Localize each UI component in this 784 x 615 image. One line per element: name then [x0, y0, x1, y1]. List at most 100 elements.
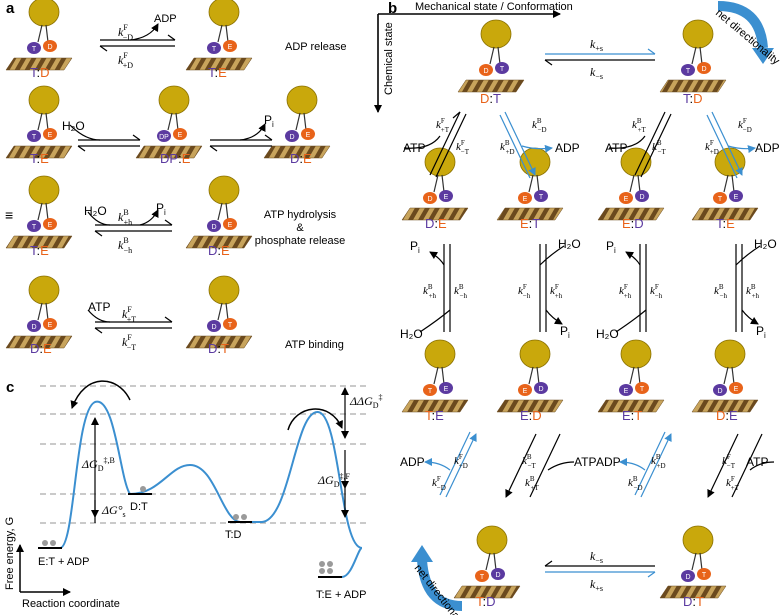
svg-text:D: D [639, 194, 644, 201]
equilibrium-arrow-b-top [544, 48, 656, 66]
state-label-a2-left: T:E [30, 151, 49, 166]
energy-ylabel: Free energy, G [4, 517, 16, 590]
title-adp-release: ADP release [285, 41, 347, 53]
rate-kon-a1: kF+D [118, 51, 133, 70]
svg-text:D: D [538, 386, 543, 393]
rate-kmt-b2: kB−T [652, 139, 667, 156]
panel-b-label: b [388, 0, 397, 17]
svg-text:DP: DP [159, 134, 169, 141]
rate-kmd-b2: kF−D [738, 117, 752, 134]
rate-kph-b3: kF+h [619, 283, 632, 300]
svg-text:E: E [523, 388, 528, 395]
svg-text:T: T [702, 572, 707, 579]
rate-kmd-b3: kF−D [432, 475, 446, 492]
transition-b-top-right [608, 111, 756, 179]
state-label-b-r2-3: E:D [622, 216, 644, 231]
svg-text:E: E [444, 194, 449, 201]
svg-text:D: D [47, 44, 52, 51]
svg-text:D: D [211, 224, 216, 231]
rate-koff-atp-a4: kF−T [122, 333, 136, 352]
rate-kmh-b3: kF−h [650, 283, 663, 300]
h2o-b-r2-2: H₂O [558, 237, 581, 251]
energy-state-3: T:D [225, 529, 242, 541]
h2o-b-r2-3: H₂O [596, 327, 619, 341]
reactant-atp-a4: ATP [88, 300, 110, 314]
state-label-a3-left: T:E [30, 243, 49, 258]
rate-kms-top: k−s [590, 65, 603, 81]
rate-kpt-b4: kF+T [726, 475, 740, 492]
axis-arrows-b [374, 10, 561, 113]
rate-kmh-b2: kF−h [518, 283, 531, 300]
state-label-b-top-right: T:D [683, 91, 703, 106]
equilibrium-arrow-a1 [99, 23, 176, 52]
reactant-h2o-a3: H₂O [84, 204, 107, 218]
adp-b-bottom-1: ADP [400, 455, 425, 469]
ddg: ΔΔGD‡ [349, 393, 383, 410]
state-label-b-r2-2: E:T [520, 216, 540, 231]
svg-text:T: T [500, 66, 505, 73]
svg-text:D: D [717, 388, 722, 395]
energy-profile [38, 400, 363, 578]
rate-krev-a3: kB−h [118, 236, 132, 255]
svg-text:T: T [686, 68, 691, 75]
rate-kmd-b1: kB−D [532, 117, 547, 134]
svg-text:E: E [48, 222, 53, 229]
rate-kps-top: k+s [590, 37, 603, 53]
svg-text:D: D [31, 324, 36, 331]
state-label-a1-right: T:E [208, 65, 227, 80]
panel-c-label: c [6, 379, 14, 396]
svg-text:D: D [289, 134, 294, 141]
svg-text:E: E [178, 132, 183, 139]
svg-text:T: T [228, 322, 233, 329]
adp-b-top-left: ADP [555, 141, 580, 155]
state-label-b-r3-1: T:E [425, 408, 444, 423]
svg-text:E: E [48, 132, 53, 139]
svg-text:T: T [32, 134, 37, 141]
rate-kpd-b2: kF+D [705, 139, 719, 156]
state-label-b-r2-4: T:E [716, 216, 735, 231]
rate-kph-b2: kF+h [550, 283, 563, 300]
panel-a-label: a [6, 0, 15, 17]
equiv-symbol: ≡ [5, 207, 13, 223]
dg-barrier-f: ΔGD‡,F [317, 472, 351, 489]
rate-kps-bottom: k+s [590, 577, 603, 593]
atp-b-top-left: ATP [403, 141, 425, 155]
pi-b-r2-1: Pi [410, 239, 420, 255]
rate-kmt-b3: kB−T [522, 453, 537, 470]
atp-b-bottom-1: ATP [574, 455, 596, 469]
rate-kmt-b4: kF−T [722, 453, 736, 470]
state-label-a1-left: T:D [30, 65, 50, 80]
svg-text:E: E [523, 196, 528, 203]
svg-text:T: T [718, 196, 723, 203]
transition-b-bottom-right [619, 431, 775, 498]
svg-text:T: T [428, 388, 433, 395]
pi-b-r2-3: Pi [606, 239, 616, 255]
rate-khyd-a3: kB+h [118, 208, 132, 227]
dg-s: ΔG°s [101, 503, 126, 519]
equilibrium-arrow-a2-second [209, 123, 273, 152]
state-label-b-bottom-right: D:T [683, 594, 704, 609]
rate-kpt-b1: kF+T [436, 117, 450, 134]
title-hydrolysis-2: & [296, 222, 304, 234]
state-label-a4-left: D:E [30, 341, 52, 356]
rate-kmt-b1: kF−T [456, 139, 470, 156]
atp-b-top-right: ATP [605, 141, 627, 155]
svg-text:E: E [48, 322, 53, 329]
energy-state-2: D:T [130, 501, 148, 513]
reactant-h2o-a2: H₂O [62, 119, 85, 133]
svg-text:E: E [624, 196, 629, 203]
rate-kmh-b1: kB−h [454, 283, 468, 300]
energy-state-1: E:T + ADP [38, 556, 89, 568]
